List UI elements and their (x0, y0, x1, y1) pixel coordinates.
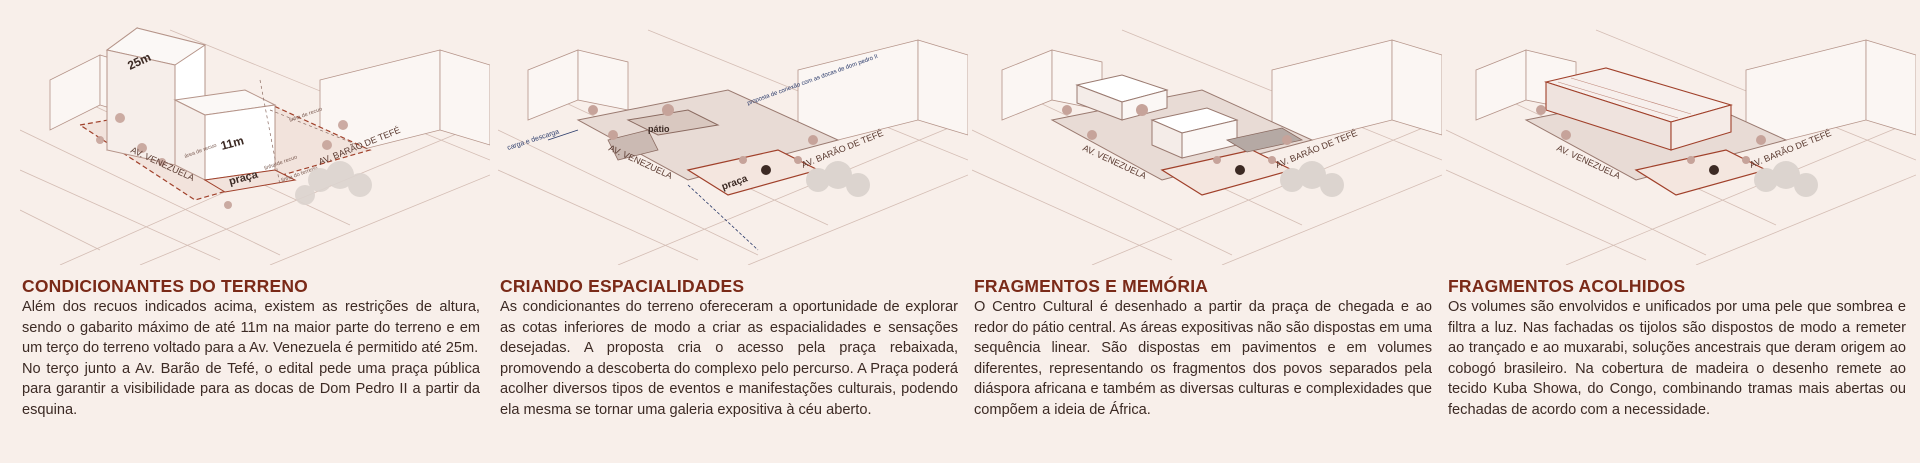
panel-title: FRAGMENTOS E MEMÓRIA (974, 276, 1209, 296)
panel-espacialidades: pátio praça carga e descarga proposta de… (498, 0, 968, 463)
panel-title: CRIANDO ESPACIALIDADES (500, 276, 745, 296)
paragraph: No terço junto a Av. Barão de Tefé, o ed… (22, 360, 480, 418)
envelope-diagram: AV. VENEZUELA AV. BARÃO DE TEFÉ (1446, 29, 1916, 265)
spatial-diagram: pátio praça carga e descarga proposta de… (498, 29, 968, 265)
height-11-label: 11m (219, 133, 245, 153)
carga-label: carga e descarga (506, 128, 560, 151)
axonometric-drawing: 25m 11m praça área de recuo linha de rec… (20, 10, 490, 265)
paragraph: Além dos recuos indicados acima, existem… (22, 299, 480, 357)
axonometric-drawing: pátio praça carga e descarga proposta de… (498, 10, 968, 265)
axonometric-drawing: AV. VENEZUELA AV. BARÃO DE TEFÉ (972, 10, 1442, 265)
panel-title: CONDICIONANTES DO TERRENO (22, 276, 308, 296)
paragraph: As condicionantes do terreno ofereceram … (500, 299, 958, 418)
panel-text: Além dos recuos indicados acima, existem… (22, 297, 480, 421)
paragraph: Os volumes são envolvidos e unificados p… (1448, 299, 1906, 418)
patio-label: pátio (648, 124, 670, 134)
panel-text: As condicionantes do terreno ofereceram … (500, 297, 958, 421)
panel-fragmentos-acolhidos: AV. VENEZUELA AV. BARÃO DE TEFÉ FRAGMENT… (1446, 0, 1916, 463)
panel-text: Os volumes são envolvidos e unificados p… (1448, 297, 1906, 421)
axonometric-drawing: AV. VENEZUELA AV. BARÃO DE TEFÉ (1446, 10, 1916, 265)
paragraph: O Centro Cultural é desenhado a partir d… (974, 299, 1432, 418)
fragments-diagram: AV. VENEZUELA AV. BARÃO DE TEFÉ (972, 29, 1442, 265)
panel-title: FRAGMENTOS ACOLHIDOS (1448, 276, 1686, 296)
panel-text: O Centro Cultural é desenhado a partir d… (974, 297, 1432, 421)
panel-fragmentos-memoria: AV. VENEZUELA AV. BARÃO DE TEFÉ FRAGMENT… (972, 0, 1442, 463)
site-constraints-diagram: 25m 11m praça área de recuo linha de rec… (20, 27, 490, 265)
panel-condicionantes: 25m 11m praça área de recuo linha de rec… (20, 0, 490, 463)
